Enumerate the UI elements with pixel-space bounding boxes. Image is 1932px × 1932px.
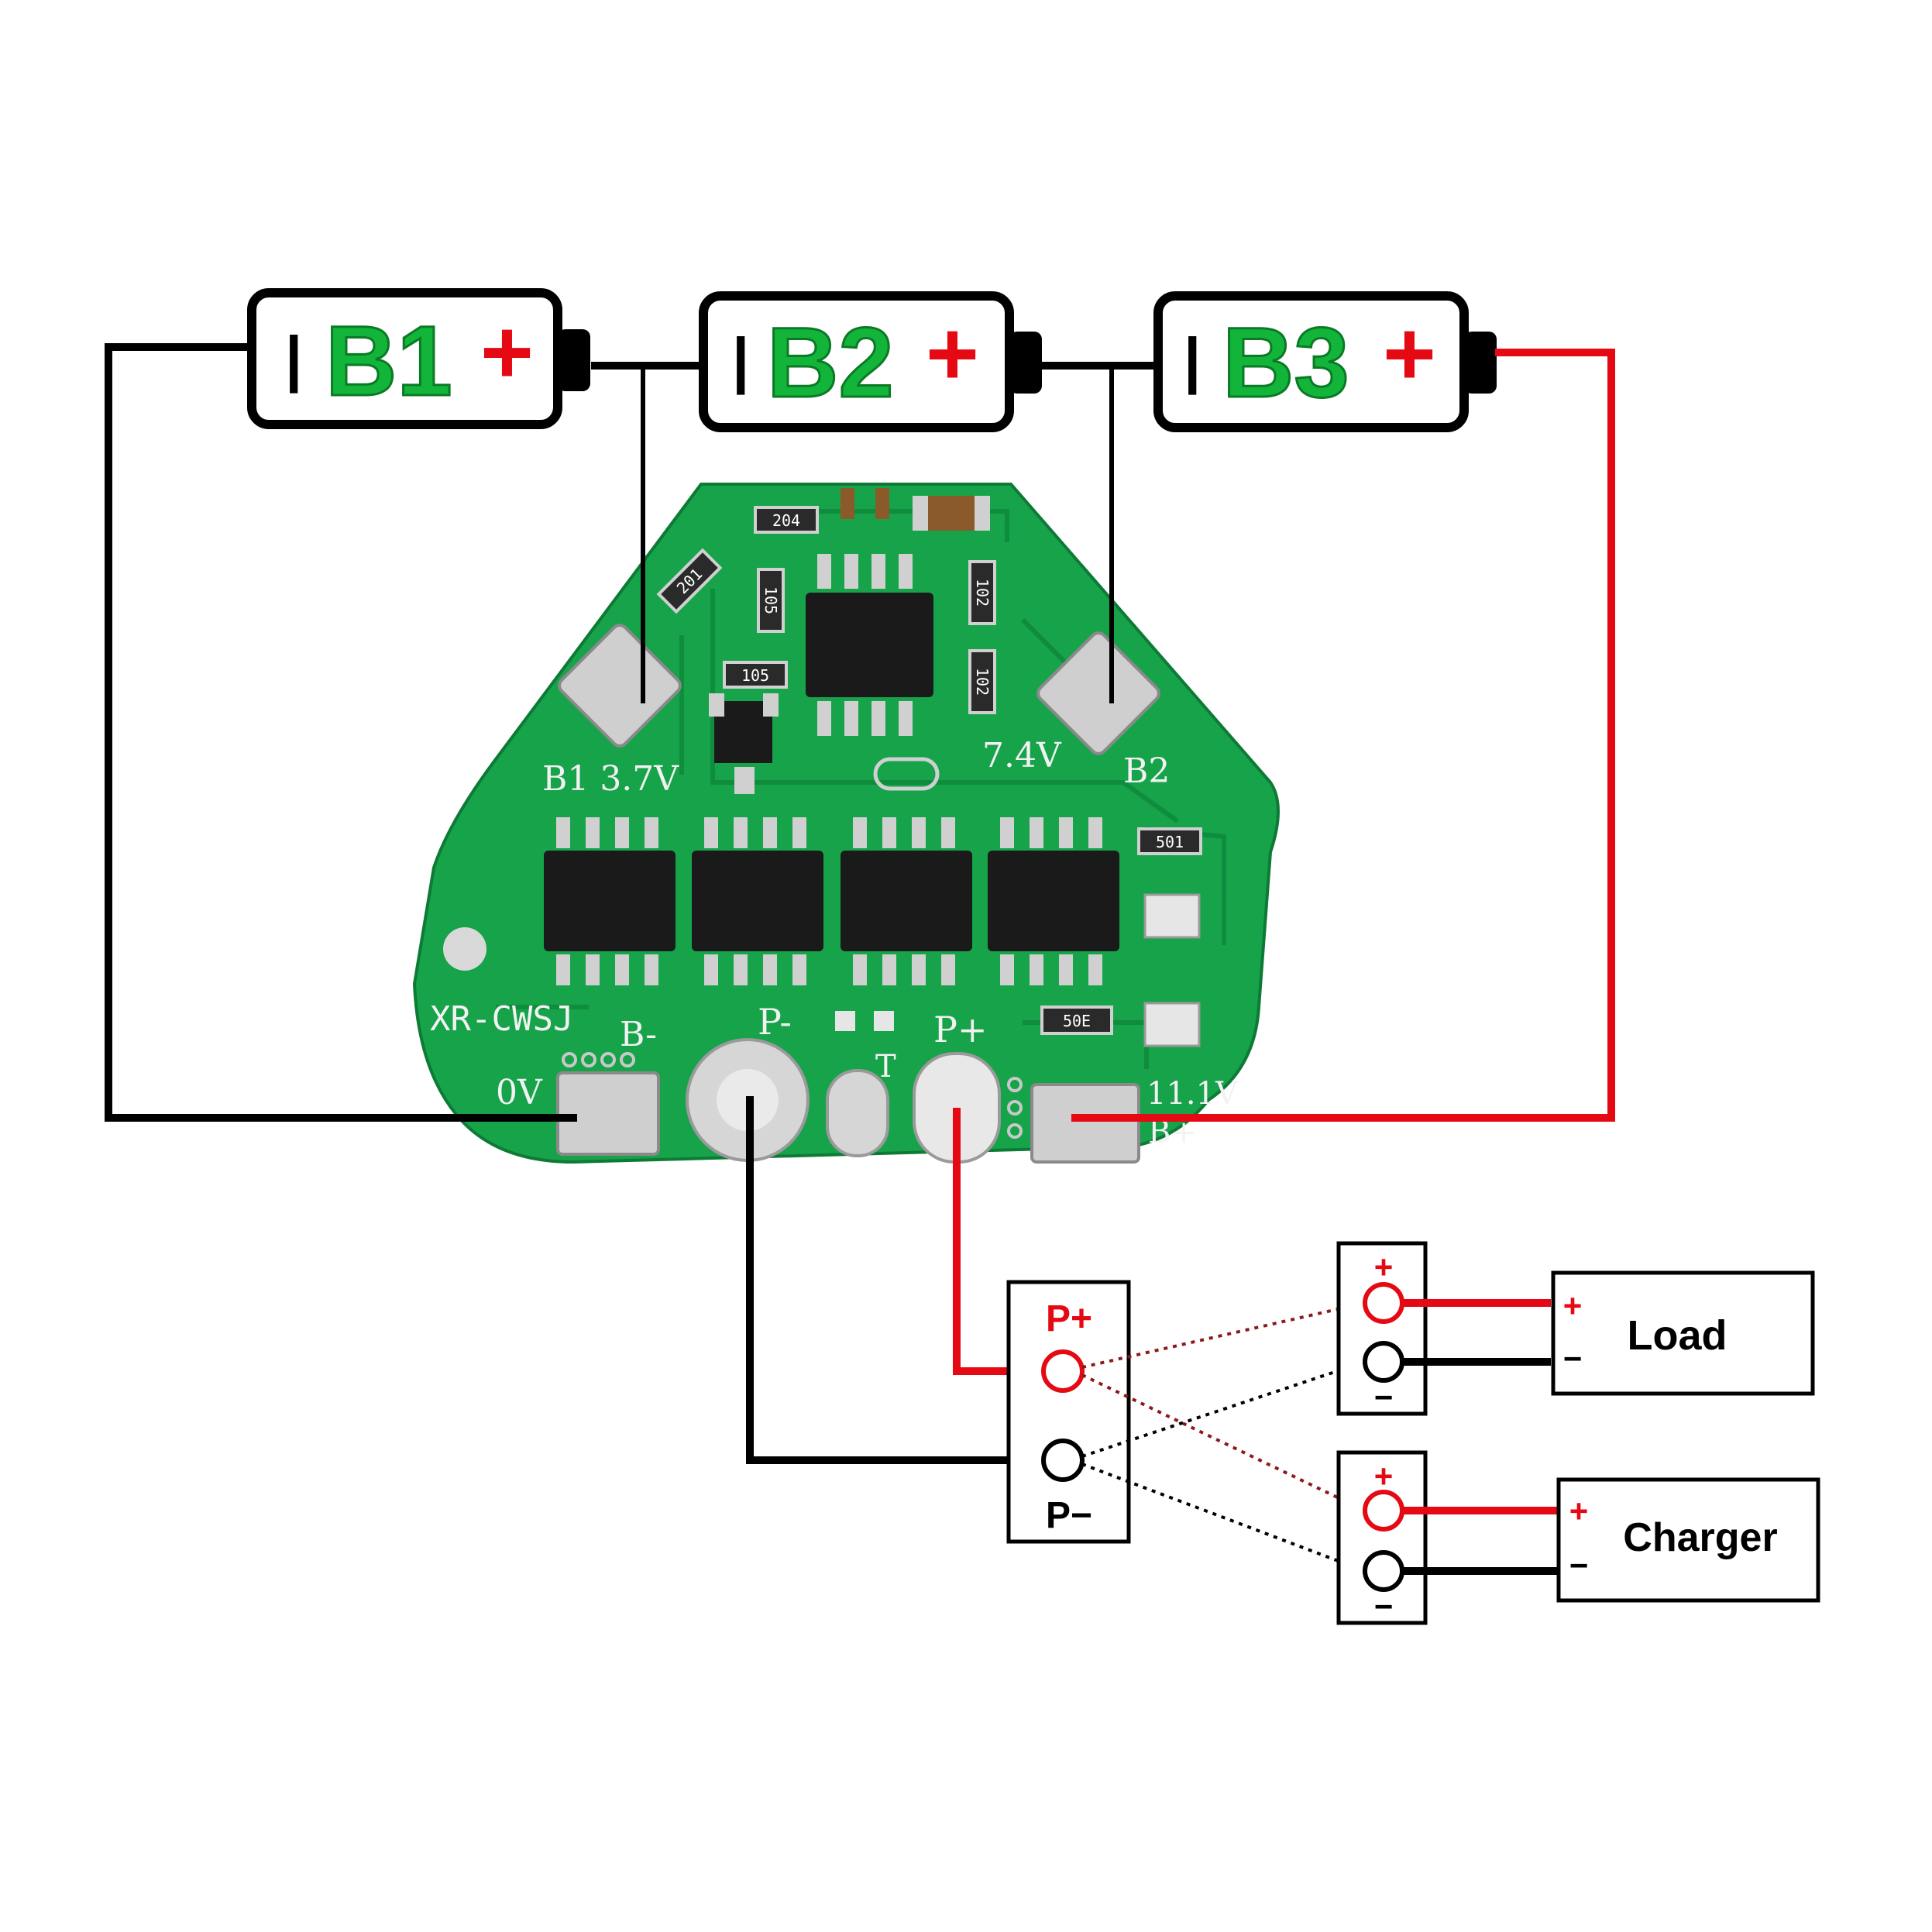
charger-box-plus: + [1569,1493,1589,1529]
charger-connector: + − [1336,1450,1428,1625]
resistor-105-b: 105 [723,661,788,689]
silk-model: XR-CWSJ [430,999,573,1039]
terminal-pplus-node [1041,1349,1085,1393]
bms-board: 204 201 105 102 102 105 501 50E [412,483,1280,1164]
transistor [709,693,779,794]
silk-b2: B2 [1123,751,1170,791]
resistor-201: 201 [656,548,723,614]
charger-box-label: Charger [1623,1515,1777,1560]
load-box-plus: + [1563,1287,1583,1324]
charger-connector-plus: + [1374,1458,1394,1494]
resistor-105-a: 105 [757,568,785,633]
resistor-204-code: 204 [772,511,800,530]
pad-t [826,1069,889,1157]
pad-bminus [556,1071,660,1156]
battery-b2-minus: | [732,325,749,395]
resistor-50e-code: 50E [1063,1012,1091,1030]
load-connector-plus: + [1374,1249,1394,1285]
mount-hole [443,927,486,971]
battery-b3-plus: + [1383,303,1436,405]
load-box-minus: − [1563,1340,1583,1377]
silk-pplus: P+ [933,1009,988,1050]
battery-b2-plus: + [926,303,979,405]
charger-box: + − Charger [1556,1477,1820,1603]
resistor-102-b: 102 [968,649,996,714]
t-sensor-pad-2 [874,1011,894,1031]
wire-b3-plus-to-bplus [1071,349,1615,1122]
pad-b2 [1036,631,1160,755]
mosfet-4 [988,817,1119,985]
ic-protection [806,554,933,736]
pad-b1 [558,624,682,748]
wire-b1-minus-to-0v [105,343,577,1122]
resistor-501: 501 [1137,827,1202,855]
charger-connector-plus-node [1363,1490,1404,1532]
resistor-102-a: 102 [968,560,996,625]
terminal-pminus-node [1041,1439,1085,1482]
load-box-label: Load [1628,1312,1727,1359]
battery-b1-plus: + [480,301,534,404]
battery-b1-label: B1 [325,306,452,417]
silk-pminus: P- [758,1001,792,1043]
charger-connector-minus-node [1363,1550,1404,1592]
resistor-50e: 50E [1040,1006,1113,1035]
mosfet-3 [841,817,972,985]
resistor-102-b-code: 102 [973,668,992,696]
t-sensor-pad-1 [835,1011,855,1031]
charger-connector-minus: − [1374,1588,1394,1624]
capacitor [913,496,990,531]
load-connector-minus: − [1374,1379,1394,1415]
load-connector-plus-node [1363,1282,1404,1324]
load-connector: + − [1336,1241,1428,1416]
battery-b3-label: B3 [1222,308,1349,418]
load-connector-minus-node [1363,1341,1404,1383]
output-terminal-block: P+ P− [1006,1280,1131,1544]
terminal-pminus-label: P− [1046,1495,1092,1536]
resistor-204: 204 [754,506,819,534]
resistor-105-b-code: 105 [741,666,769,685]
mosfet-1 [544,817,676,985]
dotted-links [1081,1301,1366,1573]
pad-bplus [1030,1083,1140,1164]
battery-b1-minus: | [285,324,302,394]
silk-0v: 0V [496,1073,543,1112]
battery-b2: | B2 + [699,291,1042,432]
battery-b3: | B3 + [1153,291,1497,432]
load-box: + − Load [1551,1270,1815,1396]
battery-b1: | B1 + [247,288,590,429]
silk-bminus: B- [620,1015,657,1054]
silk-b2-voltage: 7.4V [982,736,1062,775]
silk-b1: B1 3.7V [542,759,679,799]
silk-bplus-voltage: 11.1V [1146,1076,1239,1112]
silk-t: T [875,1049,896,1085]
led-pad-2 [1143,1002,1201,1047]
charger-box-minus: − [1569,1547,1589,1583]
resistor-501-code: 501 [1156,833,1184,851]
battery-b2-label: B2 [767,308,894,418]
wire-pminus-to-terminal [746,1096,1050,1464]
led-pad-1 [1143,893,1201,939]
mosfet-2 [692,817,823,985]
battery-b3-minus: | [1184,325,1201,395]
resistor-102-a-code: 102 [973,579,992,607]
resistor-105-a-code: 105 [761,586,780,614]
terminal-pplus-label: P+ [1046,1298,1092,1339]
